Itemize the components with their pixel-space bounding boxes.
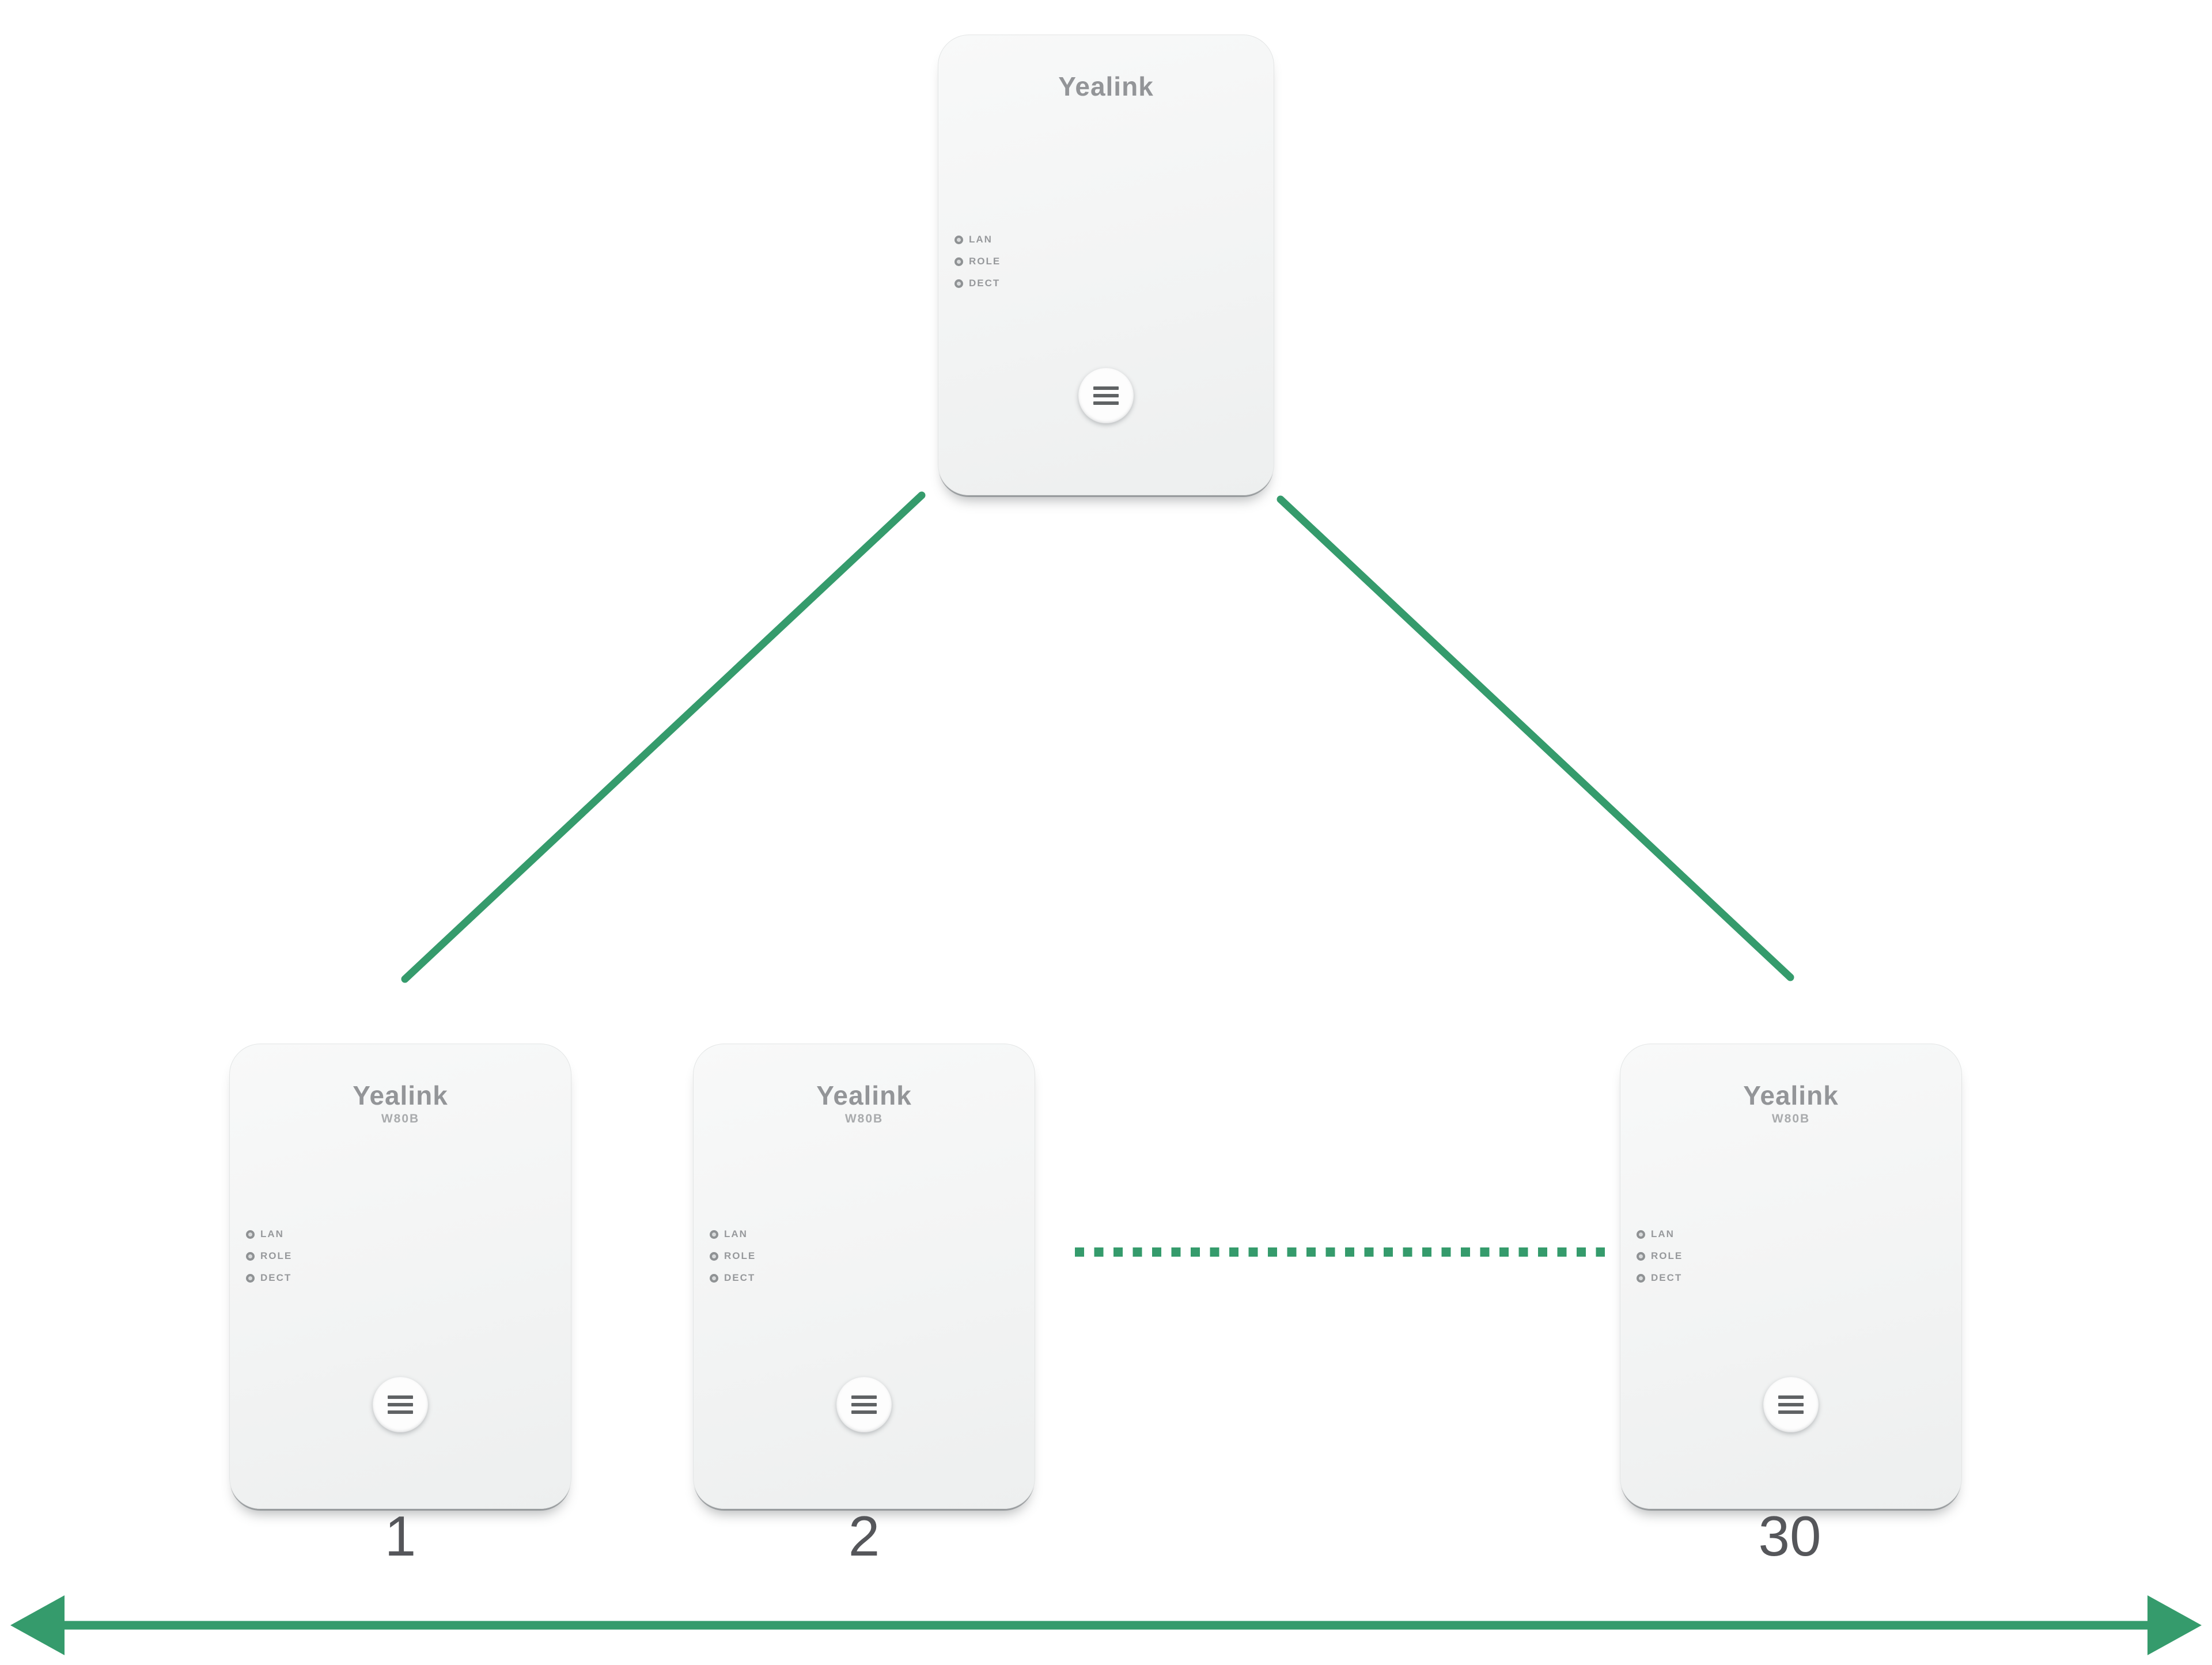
link-top-to-base30 <box>1277 495 1794 981</box>
menu-icon <box>1093 394 1119 397</box>
menu-icon <box>1778 1410 1804 1414</box>
yealink-logo: Yealink <box>1743 1080 1839 1110</box>
led-row-role: ROLE <box>710 1250 756 1262</box>
menu-button <box>1078 368 1134 423</box>
led-row-lan: LAN <box>1637 1228 1683 1240</box>
menu-icon <box>388 1403 413 1406</box>
range-arrowhead-left <box>10 1595 65 1655</box>
device-number-2: 2 <box>848 1504 880 1568</box>
dect-led-label: DECT <box>724 1272 756 1283</box>
lan-led-label: LAN <box>724 1228 748 1239</box>
dect-led-icon <box>955 279 963 288</box>
led-row-role: ROLE <box>955 256 1001 267</box>
range-arrowhead-right <box>2147 1595 2202 1655</box>
led-row-role: ROLE <box>1637 1250 1683 1262</box>
link-top-to-base1 <box>401 491 926 983</box>
dect-led-label: DECT <box>260 1272 292 1283</box>
menu-icon <box>851 1403 877 1406</box>
led-row-dect: DECT <box>710 1272 756 1284</box>
base-station-1: Yealink W80B LAN ROLE DECT <box>229 1044 571 1509</box>
menu-icon <box>1778 1403 1804 1406</box>
led-panel: LAN ROLE DECT <box>710 1228 756 1284</box>
dect-led-icon <box>1637 1273 1645 1283</box>
role-led-icon <box>1637 1251 1645 1261</box>
led-row-dect: DECT <box>1637 1272 1683 1284</box>
lan-led-label: LAN <box>260 1228 284 1239</box>
menu-icon <box>1093 386 1119 390</box>
role-led-label: ROLE <box>969 256 1001 267</box>
role-led-label: ROLE <box>1651 1250 1683 1261</box>
led-row-lan: LAN <box>955 234 1001 245</box>
dect-led-icon <box>710 1273 718 1283</box>
device-number-1: 1 <box>384 1504 416 1568</box>
model-label: W80B <box>844 1112 884 1125</box>
model-label: W80B <box>381 1112 420 1125</box>
led-row-lan: LAN <box>710 1228 756 1240</box>
menu-icon <box>388 1395 413 1399</box>
model-label: W80B <box>1771 1112 1810 1125</box>
role-led-label: ROLE <box>724 1250 756 1261</box>
menu-button <box>836 1377 892 1432</box>
menu-icon <box>851 1410 877 1414</box>
yealink-logo: Yealink <box>1058 71 1154 101</box>
lan-led-icon <box>246 1230 255 1239</box>
lan-led-icon <box>710 1230 718 1239</box>
menu-icon <box>388 1410 413 1414</box>
base-station-top: Yealink LAN ROLE DECT <box>938 35 1274 495</box>
dect-led-icon <box>246 1273 255 1283</box>
role-led-icon <box>246 1251 255 1261</box>
led-panel: LAN ROLE DECT <box>246 1228 292 1284</box>
led-panel: LAN ROLE DECT <box>1637 1228 1683 1284</box>
menu-icon <box>851 1395 877 1399</box>
role-led-icon <box>955 257 963 266</box>
yealink-logo: Yealink <box>353 1080 448 1110</box>
menu-button <box>1763 1377 1819 1432</box>
led-row-role: ROLE <box>246 1250 292 1262</box>
lan-led-icon <box>1637 1230 1645 1239</box>
led-row-dect: DECT <box>246 1272 292 1284</box>
menu-icon <box>1093 401 1119 405</box>
device-number-30: 30 <box>1758 1504 1821 1568</box>
role-led-label: ROLE <box>260 1250 293 1261</box>
dect-led-label: DECT <box>1651 1272 1683 1283</box>
led-row-lan: LAN <box>246 1228 292 1240</box>
lan-led-label: LAN <box>1651 1228 1675 1239</box>
base-station-2: Yealink W80B LAN ROLE DECT <box>693 1044 1035 1509</box>
dect-led-label: DECT <box>969 278 1001 289</box>
led-panel: LAN ROLE DECT <box>955 234 1001 289</box>
led-row-dect: DECT <box>955 278 1001 289</box>
yealink-logo: Yealink <box>816 1080 912 1110</box>
base-station-30: Yealink W80B LAN ROLE DECT <box>1620 1044 1962 1509</box>
lan-led-icon <box>955 235 963 244</box>
role-led-icon <box>710 1251 718 1261</box>
lan-led-label: LAN <box>969 234 993 245</box>
menu-icon <box>1778 1395 1804 1399</box>
menu-button <box>373 1377 428 1432</box>
